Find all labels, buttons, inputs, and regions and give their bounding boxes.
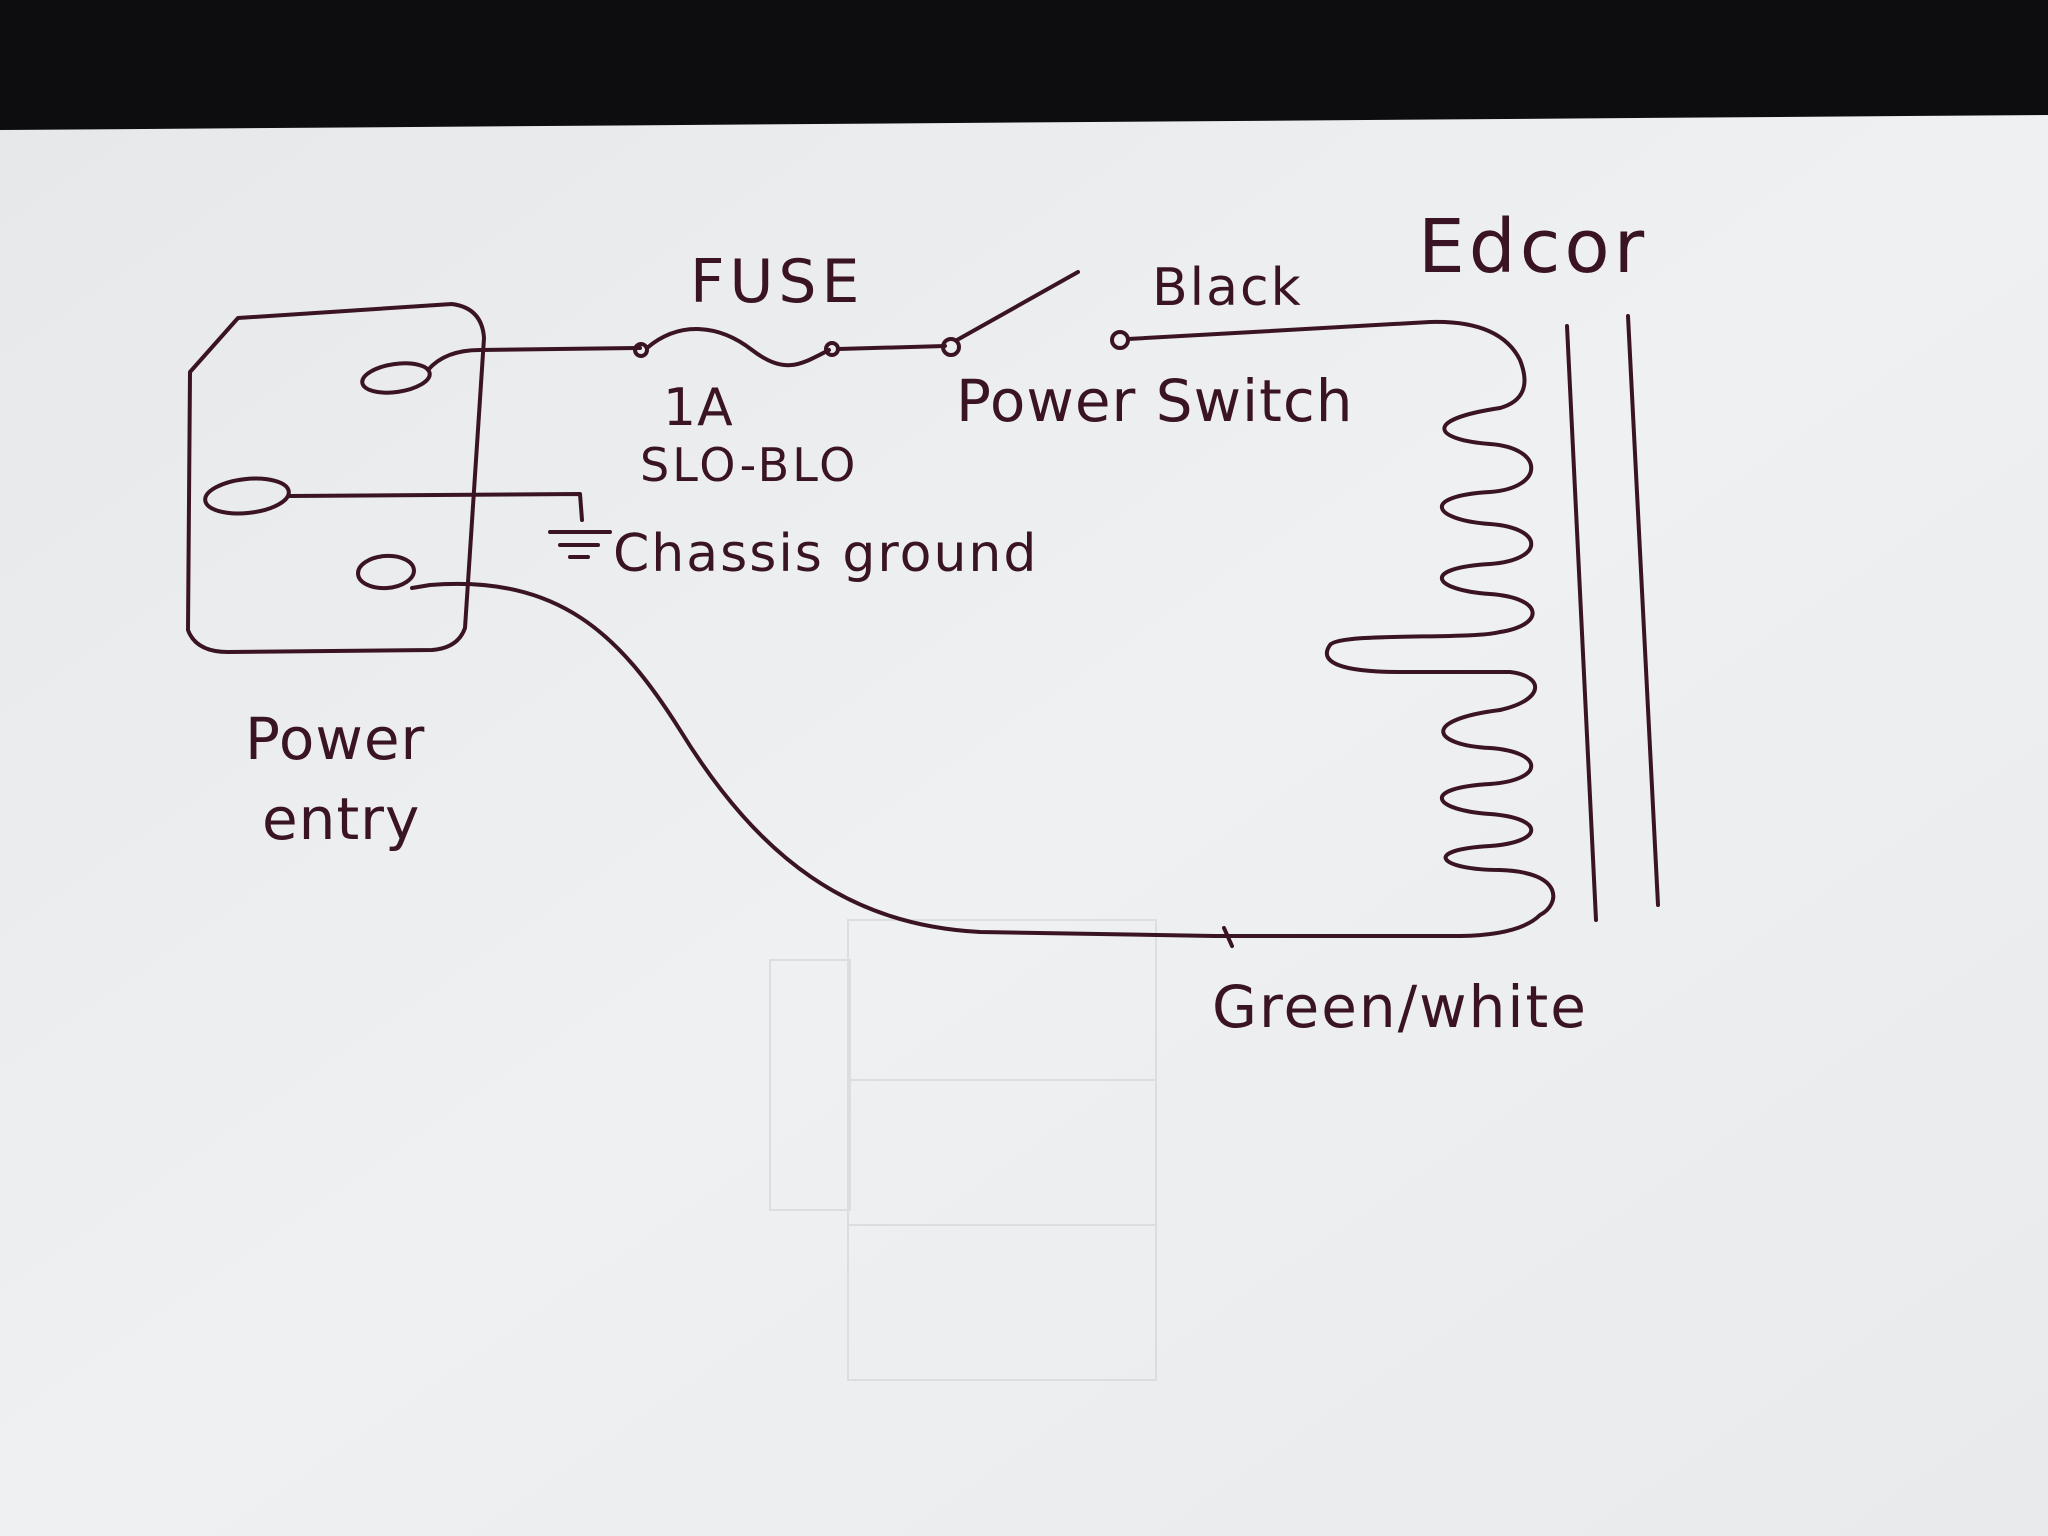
hot-wire-label: Black (1152, 258, 1303, 318)
fuse-terminal-left (633, 342, 649, 358)
fuse-label: FUSE (690, 247, 865, 317)
primary-coil-lower (1439, 708, 1556, 938)
hot-wire-to-fuse (426, 346, 642, 372)
chassis-ground-label: Chassis ground (613, 524, 1039, 584)
neutral-wire-label: Green/white (1212, 973, 1588, 1041)
green-white-wire (410, 581, 1462, 938)
switch-lever (955, 270, 1080, 342)
power-entry-module (186, 302, 486, 654)
terminal-hot (360, 361, 432, 395)
faint-show-through (769, 919, 1157, 1381)
transformer-label: Edcor (1418, 204, 1649, 290)
paper-sheet (0, 115, 2048, 1536)
transformer-core-line-2 (1626, 314, 1660, 907)
black-wire-to-transformer (1126, 319, 1527, 410)
transformer-core-line-1 (1565, 324, 1598, 922)
wire-to-switch (836, 344, 947, 351)
fuse-rating-label: 1A (663, 378, 734, 438)
fuse-element (645, 327, 831, 368)
fuse-type-label: SLO-BLO (640, 438, 859, 492)
label-tick (1222, 926, 1234, 948)
power-switch-label: Power Switch (956, 367, 1354, 435)
power-entry-label-line1: Power (245, 705, 426, 773)
power-entry-label-line2: entry (262, 785, 421, 853)
ground-wire (287, 492, 584, 522)
terminal-neutral (356, 553, 416, 591)
ground-symbol (548, 530, 612, 559)
primary-coil-upper (1439, 406, 1535, 634)
terminal-ground (203, 476, 291, 516)
primary-center-tap (1324, 630, 1538, 712)
switch-pivot-terminal (941, 337, 961, 357)
